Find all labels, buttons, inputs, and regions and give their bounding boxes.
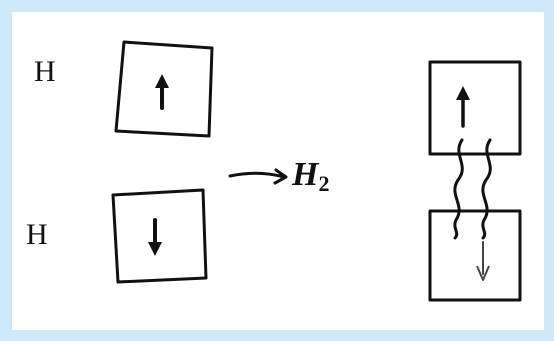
- bond-wave-left: [453, 138, 464, 240]
- spin-down-arrow-icon: [148, 218, 162, 256]
- molecule-spin-up-arrow-icon: [456, 86, 470, 128]
- molecule-orbital-box-top: [428, 60, 522, 156]
- bond-wave-right: [481, 138, 492, 240]
- hydrogen-molecule-symbol: H: [292, 156, 319, 193]
- hydrogen-molecule-subscript: 2: [318, 171, 330, 196]
- hydrogen-atom-label-top: H: [34, 55, 56, 88]
- reaction-arrow-head: [273, 168, 288, 185]
- reaction-arrow-shaft: [228, 171, 286, 179]
- atom-orbital-box-top: [114, 40, 214, 138]
- molecule-spin-down-arrow-icon: [476, 241, 490, 281]
- spin-up-arrow-icon: [155, 74, 169, 110]
- atom-orbital-box-bottom: [111, 188, 208, 284]
- hydrogen-molecule-label: H2: [292, 158, 329, 195]
- molecule-orbital-box-bottom: [428, 209, 522, 302]
- hydrogen-atom-label-bottom: H: [26, 218, 48, 251]
